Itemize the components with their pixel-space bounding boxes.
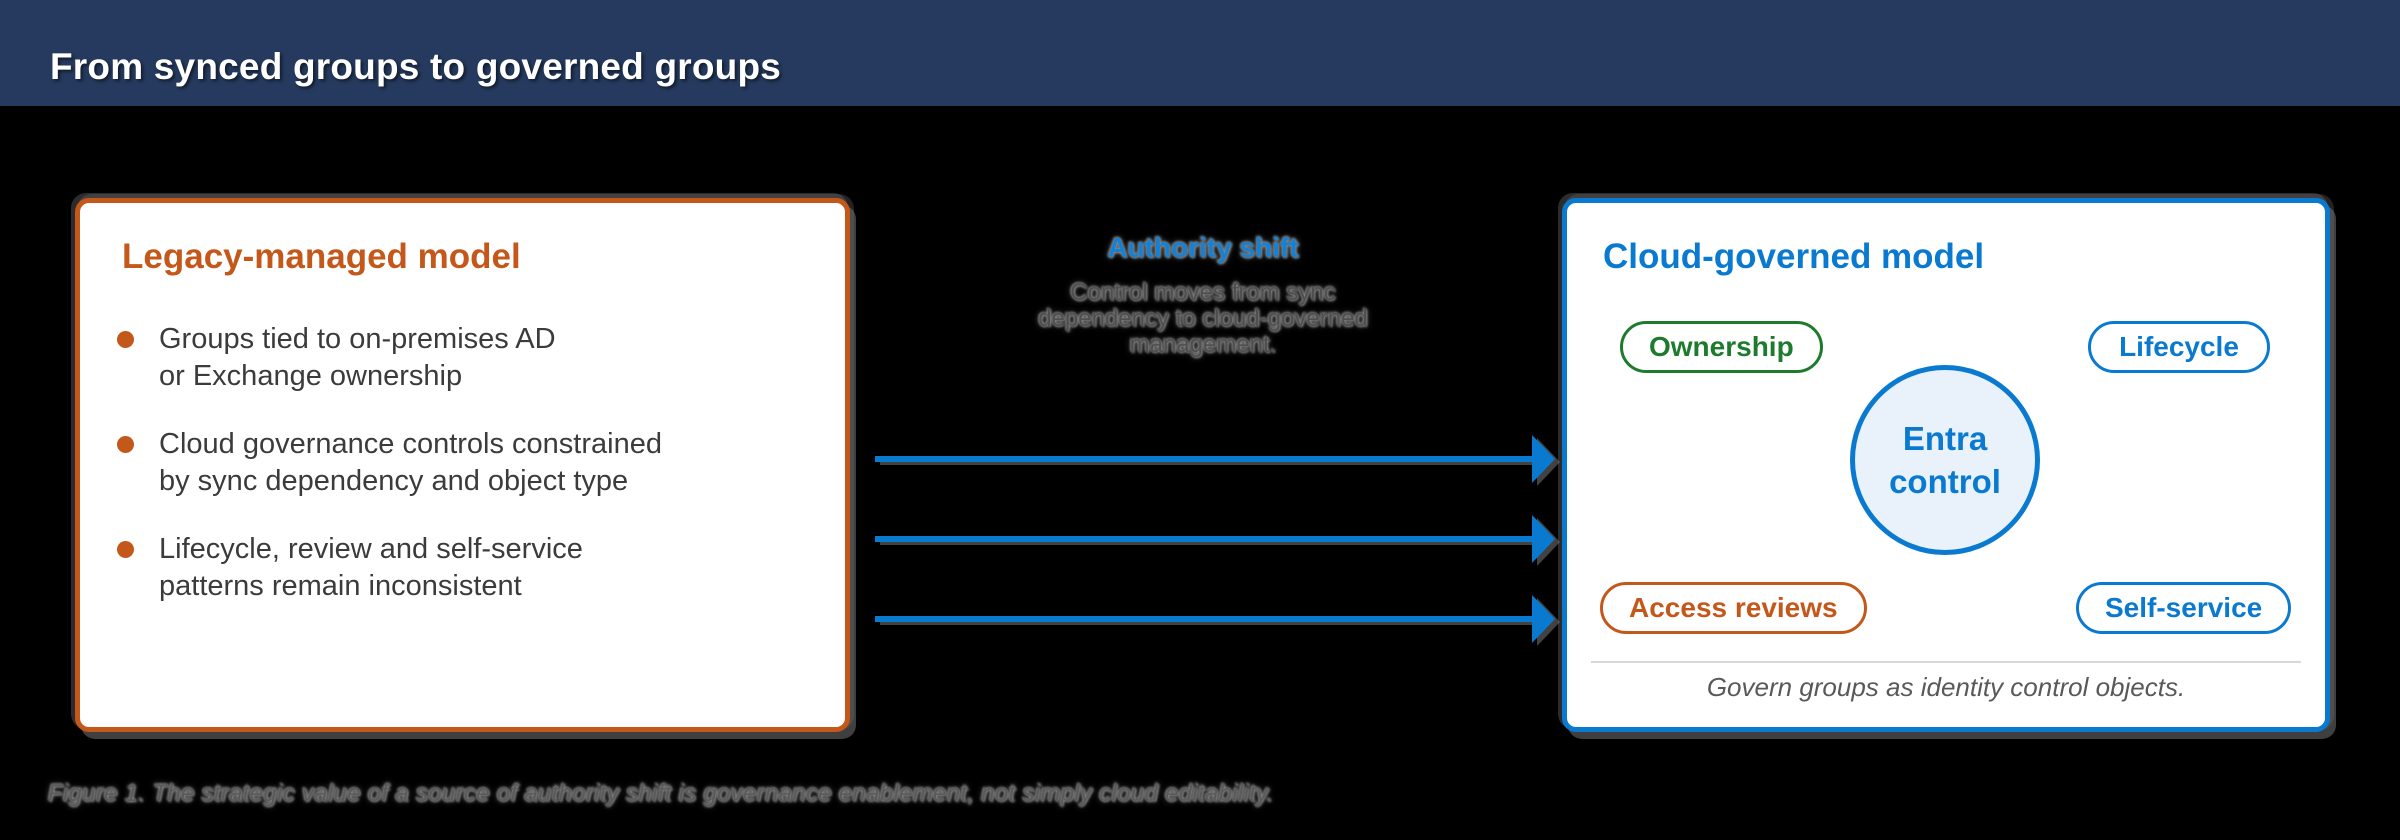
list-item: Groups tied to on-premises AD or Exchang…: [117, 321, 815, 395]
bullet-dot-icon: [117, 436, 134, 453]
cloud-panel-title: Cloud-governed model: [1603, 237, 1985, 276]
right-arrow-icon: [875, 515, 1555, 563]
cloud-governed-panel: Cloud-governed model Ownership Lifecycle…: [1562, 198, 2330, 732]
arrow-head: [1532, 595, 1555, 643]
right-arrow-icon: [875, 595, 1555, 643]
header-bar: From synced groups to governed groups: [0, 0, 2400, 106]
legacy-panel-title: Legacy-managed model: [122, 237, 521, 276]
figure-caption: Figure 1. The strategic value of a sourc…: [48, 780, 1274, 807]
legacy-bullet-list: Groups tied to on-premises AD or Exchang…: [117, 321, 815, 636]
bullet-dot-icon: [117, 331, 134, 348]
cloud-panel-footnote: Govern groups as identity control object…: [1706, 672, 2186, 702]
legacy-managed-panel: Legacy-managed model Groups tied to on-p…: [75, 198, 850, 732]
arrow-shaft: [875, 616, 1533, 622]
arrow-head: [1532, 435, 1555, 483]
list-item: Lifecycle, review and self-service patte…: [117, 531, 815, 605]
bullet-text: Lifecycle, review and self-service patte…: [159, 533, 583, 602]
authority-shift-description: Control moves from sync dependency to cl…: [1038, 279, 1368, 358]
lifecycle-pill: Lifecycle: [2088, 321, 2270, 373]
bullet-dot-icon: [117, 541, 134, 558]
entra-control-circle: Entra control: [1850, 365, 2040, 555]
arrow-shaft: [875, 456, 1533, 462]
authority-shift-block: Authority shift Control moves from sync …: [953, 232, 1453, 358]
self-service-pill: Self-service: [2076, 582, 2292, 634]
list-item: Cloud governance controls constrained by…: [117, 426, 815, 500]
authority-shift-heading: Authority shift: [1107, 232, 1299, 263]
entra-control-label: Entra control: [1889, 420, 2001, 500]
divider: [1591, 661, 2301, 663]
ownership-pill: Ownership: [1620, 321, 1823, 373]
arrow-head: [1532, 515, 1555, 563]
bullet-text: Groups tied to on-premises AD or Exchang…: [159, 323, 556, 392]
bullet-text: Cloud governance controls constrained by…: [159, 428, 662, 497]
access-reviews-pill: Access reviews: [1600, 582, 1867, 634]
arrow-shaft: [875, 536, 1533, 542]
right-arrow-icon: [875, 435, 1555, 483]
page-title: From synced groups to governed groups: [50, 46, 782, 87]
